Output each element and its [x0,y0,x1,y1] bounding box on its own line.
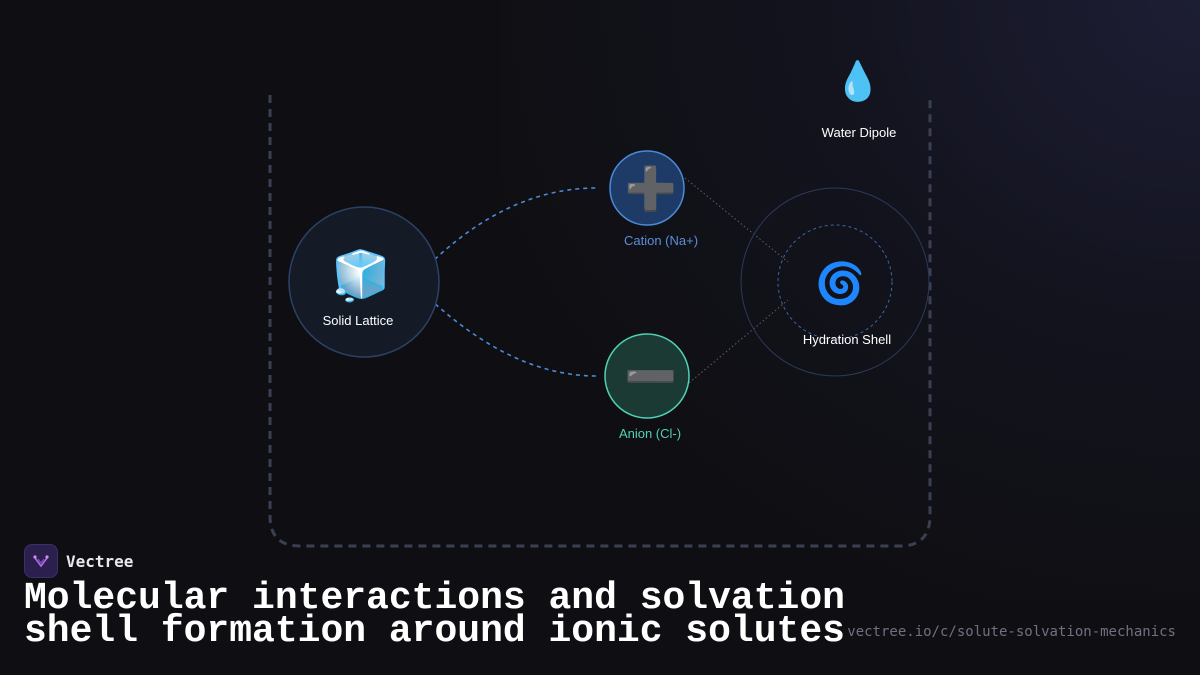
water-dipole-label: Water Dipole [821,125,897,140]
cyclone-icon: 🌀 [815,261,865,307]
title-line-2: shell formation around ionic solutes [24,610,845,653]
edge-cation-shell [684,177,789,263]
hydration-shell-label: Hydration Shell [802,332,892,347]
page-title: Molecular interactions and solvation she… [24,577,845,653]
edge-lattice-anion [411,281,598,377]
cation-node [609,150,685,226]
lattice-label: Solid Lattice [322,313,394,328]
hydration-shell-outer [740,187,930,377]
anion-node [604,333,690,419]
source-url: vectree.io/c/solute-solvation-mechanics [847,624,1176,640]
edge-anion-shell [682,299,789,389]
edge-lattice-cation [411,187,598,283]
droplet-icon: 💧 [834,59,882,103]
vectree-logo-icon [24,544,58,578]
cation-label: Cation (Na+) [623,233,699,248]
plus-icon: ➕ [624,164,678,213]
ice-cube-icon: 🧊 [331,248,391,304]
title-line-1: Molecular interactions and solvation [24,577,845,620]
minus-icon: ➖ [624,352,678,401]
lattice-node [288,206,440,358]
anion-label: Anion (Cl-) [618,426,682,441]
brand-name: Vectree [66,551,134,571]
hydration-shell-inner [777,224,893,340]
brand: Vectree [24,544,133,578]
